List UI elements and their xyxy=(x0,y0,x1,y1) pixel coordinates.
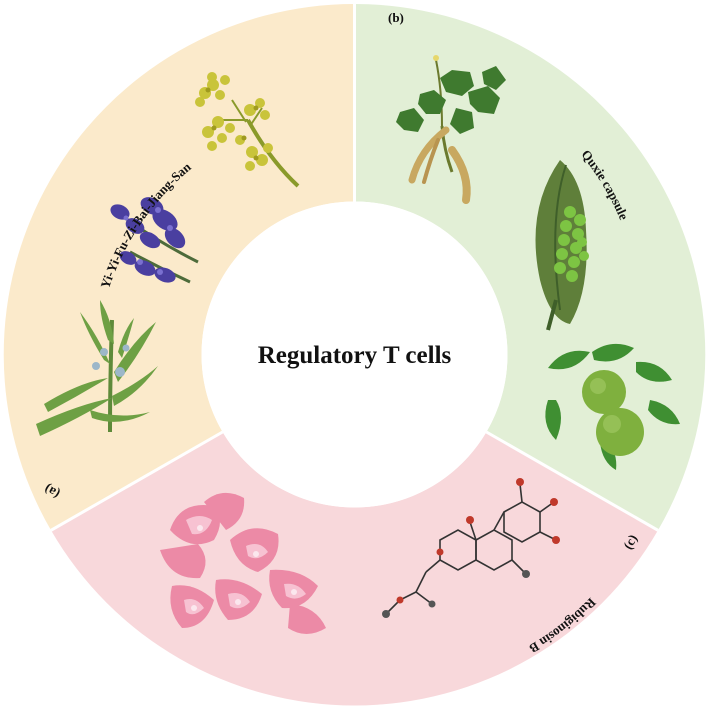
center-title: Regulatory T cells xyxy=(258,342,452,369)
segment-c-background xyxy=(51,432,658,706)
purple-flower-spike-image xyxy=(110,197,199,284)
green-herb-plant-image xyxy=(36,300,158,436)
segment-b-panel-label: (b) xyxy=(388,10,404,25)
segment-a-panel-label: (a) xyxy=(41,482,62,503)
pink-flower-image xyxy=(160,492,326,634)
yellow-flower-cluster-image xyxy=(195,72,300,188)
herb-with-roots-image xyxy=(396,55,506,204)
center-circle xyxy=(201,201,508,508)
chemical-structure-atoms xyxy=(382,478,560,618)
segment-c-panel-label: (c) xyxy=(620,532,640,552)
green-fruit-branch-image xyxy=(545,343,680,470)
segment-a-background xyxy=(3,3,355,531)
segment-dividers xyxy=(50,4,659,532)
green-seed-pod-image xyxy=(535,160,589,331)
